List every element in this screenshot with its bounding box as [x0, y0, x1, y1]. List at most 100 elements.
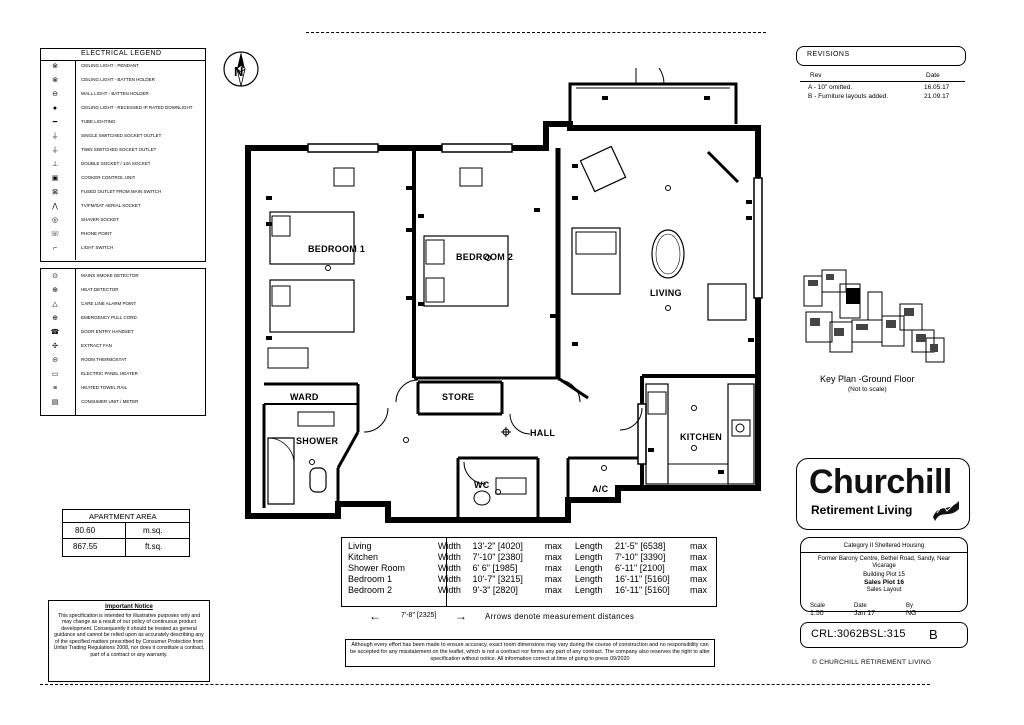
legend-label: TUBE LIGHTING — [81, 119, 116, 124]
window-living — [753, 177, 763, 299]
by-value: NG — [906, 610, 917, 617]
key-plan-subtitle: (Not to scale) — [848, 386, 887, 393]
left-arrow-icon: ← — [369, 609, 381, 623]
armchair-1 — [579, 145, 627, 193]
dimension-wl: Width — [437, 563, 461, 573]
legend-label: COOKER CONTROL UNIT — [81, 175, 136, 180]
entrance-door-arc — [635, 68, 665, 85]
date-label: Date — [854, 603, 867, 609]
brand-name: Churchill — [809, 463, 952, 501]
legend-row: ✣EXTRACT FAN — [41, 341, 205, 352]
area-sqm-value: 80.60 — [75, 526, 96, 535]
revisions-table: Rev Date A - 10" omitted. 16.05.17 B - F… — [800, 70, 965, 106]
legend-row: ⊗CEILING LIGHT - BATTEN HOLDER — [41, 75, 205, 86]
drawing-number-box: CRL:3062BSL:315 B — [800, 622, 968, 648]
revisions-title: REVISIONS — [807, 51, 850, 58]
dimension-w: 7'-10" [2380] — [472, 552, 523, 562]
dimension-ll: Length — [574, 585, 603, 595]
legend-title: ELECTRICAL LEGEND — [81, 50, 162, 57]
dimension-ll: Length — [574, 563, 603, 573]
legend-label: CEILING LIGHT - BATTEN HOLDER — [81, 77, 155, 82]
dimension-room: Living — [348, 541, 372, 551]
legend-row: ⊥DOUBLE SOCKET / 13A SOCKET — [41, 159, 205, 170]
room-label-living: LIVING — [650, 288, 682, 298]
dimension-lm: max — [689, 552, 707, 562]
dimension-ll: Length — [574, 552, 603, 562]
dimension-lm: max — [689, 574, 707, 584]
dimension-room: Bedroom 1 — [348, 574, 393, 584]
apartment-area-box: APARTMENT AREA 80.60 m.sq. 867.55 ft.sq. — [62, 509, 190, 557]
shaver-icon: ◎ — [51, 217, 59, 224]
legend-label: DOOR ENTRY HANDSET — [81, 329, 134, 334]
dimension-wm: max — [544, 552, 562, 562]
dimension-w: 6' 6" [1985] — [472, 563, 518, 573]
bed-2 — [423, 235, 509, 307]
recessed-light-icon: ● — [52, 105, 58, 112]
revisions-date-header: Date — [926, 72, 940, 79]
revision-a-date: 16.05.17 — [924, 84, 950, 91]
dimension-lm: max — [689, 563, 707, 573]
north-arrow-icon: N — [223, 51, 259, 87]
legend-label: CEILING LIGHT - RECESSED IP RATED DOWNLI… — [81, 105, 193, 110]
revision-b: B - Furniture layouts added. — [808, 93, 889, 100]
legend-label: ROOM THERMOSTAT — [81, 357, 127, 362]
brand-tagline: Retirement Living — [811, 503, 913, 517]
churchill-logo-box: Churchill Retirement Living — [796, 458, 970, 530]
room-label-hall: HALL — [530, 428, 555, 438]
electrical-legend-safety: ⊙MAINS SMOKE DETECTOR⊕HEAT DETECTOR△CARE… — [40, 268, 206, 416]
dimension-l: 21'-5" [6538] — [614, 541, 666, 551]
legend-row: ⋀TV/FM/SAT AERIAL SOCKET — [41, 201, 205, 212]
floor-plan: BEDROOM 1 BEDROOM 2 LIVING WARD STORE HA… — [245, 68, 763, 523]
key-plan-diagram — [803, 269, 945, 363]
bed-1a — [269, 211, 355, 265]
drawing-number: CRL:3062BSL:315 — [811, 628, 906, 640]
dimension-wl: Width — [437, 541, 461, 551]
dimension-w: 9'-3" [2820] — [472, 585, 518, 595]
legend-label: CONSUMER UNIT / METER — [81, 399, 139, 404]
window-kitchen — [637, 403, 647, 465]
living-bay — [568, 82, 738, 124]
legend-label: EXTRACT FAN — [81, 343, 112, 348]
address-text: Former Barony Centre, Bethel Road, Sandy… — [817, 555, 951, 570]
window-bedroom2 — [441, 143, 513, 153]
switch-icon: ⌐ — [52, 245, 58, 252]
dimension-w: 10'-7" [3215] — [472, 574, 523, 584]
apartment-area-title: APARTMENT AREA — [89, 512, 157, 521]
room-label-ac: A/C — [592, 484, 609, 494]
switched-socket-icon: ⏚ — [51, 133, 59, 140]
electrical-legend: ELECTRICAL LEGEND ⊗CEILING LIGHT - PENDA… — [40, 48, 206, 262]
phone-icon: ☏ — [50, 231, 60, 238]
legend-label: CEILING LIGHT - PENDANT — [81, 63, 139, 68]
arrow-sample: 7'-8" [2325] — [401, 612, 437, 619]
legend-label: SINGLE SWITCHED SOCKET OUTLET — [81, 133, 162, 138]
by-label: By — [906, 603, 914, 609]
legend-row: ⊕HEAT DETECTOR — [41, 285, 205, 296]
smoke-icon: ⊙ — [52, 273, 58, 280]
legend-row: ☏PHONE POINT — [41, 229, 205, 240]
legend-row: ⊖WALL LIGHT - BATTEN HOLDER — [41, 89, 205, 100]
legend-label: MAINS SMOKE DETECTOR — [81, 273, 139, 278]
dimension-w: 13'-2" [4020] — [472, 541, 523, 551]
legend-label: TV/FM/SAT AERIAL SOCKET — [81, 203, 141, 208]
room-label-shower: SHOWER — [296, 436, 339, 446]
room-label-ward: WARD — [290, 392, 319, 402]
legend-label: WALL LIGHT - BATTEN HOLDER — [81, 91, 149, 96]
kitchen-worktop — [645, 383, 669, 485]
important-notice-title: Important Notice — [105, 604, 153, 610]
room-label-bedroom1: BEDROOM 1 — [308, 244, 365, 254]
dimension-wm: max — [544, 574, 562, 584]
legend-row: ⊙ MAINS SMOKE DETECTOR — [41, 271, 205, 282]
legend-row: ⏚TWIN SWITCHED SOCKET OUTLET — [41, 145, 205, 156]
legend-row: ⊝ROOM THERMOSTAT — [41, 355, 205, 366]
legend-row: ━TUBE LIGHTING — [41, 117, 205, 128]
dimension-l: 6'-11" [2100] — [614, 563, 665, 573]
flag-icon — [933, 501, 959, 521]
double-socket-icon: ⊥ — [51, 161, 59, 168]
title-block: Category II Sheltered Housing Former Bar… — [800, 537, 968, 612]
sheet-border-top — [306, 32, 766, 33]
legend-row: ⊠FUSED OUTLET FROM MAIN SWITCH — [41, 187, 205, 198]
outer-wall — [245, 121, 761, 523]
legend-label: SHAVER SOCKET — [81, 217, 119, 222]
legend-row: ▣COOKER CONTROL UNIT — [41, 173, 205, 184]
